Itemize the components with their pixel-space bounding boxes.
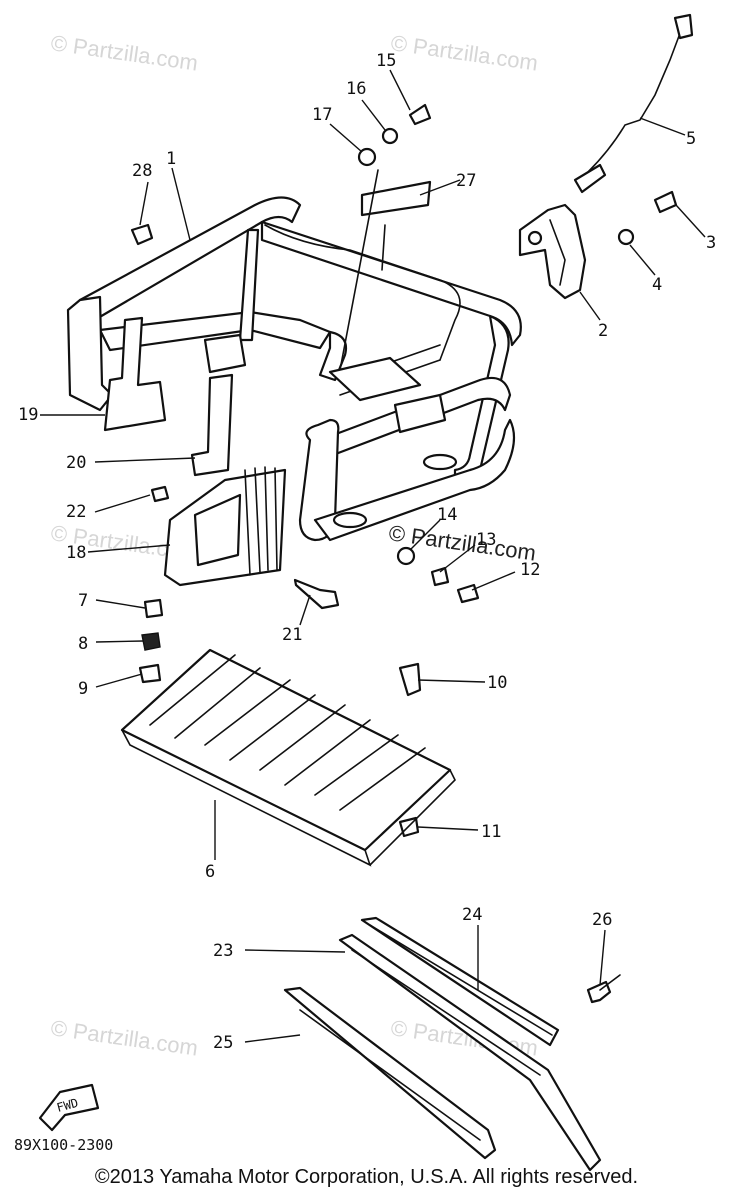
callout-7: 7: [78, 591, 88, 611]
copyright-notice: ©2013 Yamaha Motor Corporation, U.S.A. A…: [94, 1166, 639, 1188]
callout-1: 1: [166, 149, 176, 169]
carrier-frame: [78, 196, 522, 542]
callout-16: 16: [346, 79, 366, 99]
fwd-arrow-icon: FWD: [38, 1083, 100, 1132]
callout-10: 10: [487, 673, 507, 693]
callout-4: 4: [652, 275, 662, 295]
callout-8: 8: [78, 634, 88, 654]
callout-11: 11: [481, 822, 501, 842]
callout-15: 15: [376, 51, 396, 71]
watermark: © Partzilla.com: [49, 1015, 199, 1060]
plates: [283, 916, 602, 1172]
skid-plate: [120, 648, 456, 867]
callout-13: 13: [476, 530, 496, 550]
cover-18: [163, 466, 287, 587]
callout-14: 14: [437, 505, 457, 525]
watermark: © Partzilla.com: [49, 30, 199, 75]
mount-plate: [328, 356, 422, 402]
fwd-label: FWD: [55, 1096, 80, 1115]
callout-18: 18: [66, 543, 86, 563]
callout-12: 12: [520, 560, 540, 580]
callout-6: 6: [205, 862, 215, 882]
bracket-block: [203, 333, 247, 374]
bracket-20: [190, 373, 234, 477]
callout-25: 25: [213, 1033, 233, 1053]
callout-23: 23: [213, 941, 233, 961]
leader-lines: [40, 69, 706, 1043]
watermark: © Partzilla.com: [389, 30, 539, 75]
callout-20: 20: [66, 453, 86, 473]
callout-9: 9: [78, 679, 88, 699]
callout-2: 2: [598, 321, 608, 341]
callout-24: 24: [462, 905, 482, 925]
latch-assembly: [518, 203, 587, 300]
clip-plate: [393, 393, 447, 434]
rod: [339, 169, 386, 371]
callout-17: 17: [312, 105, 332, 125]
callout-21: 21: [282, 625, 302, 645]
drawing-code: 89X100-2300: [14, 1136, 113, 1154]
cable: [573, 13, 694, 194]
callout-5: 5: [686, 129, 696, 149]
callout-19: 19: [18, 405, 38, 425]
bracket-left: [66, 295, 114, 412]
callout-26: 26: [592, 910, 612, 930]
callout-22: 22: [66, 502, 86, 522]
callout-3: 3: [706, 233, 716, 253]
callout-28: 28: [132, 161, 152, 181]
label-plate: [360, 180, 432, 217]
bracket-19: [103, 316, 167, 432]
callout-labels: 1 2 3 4 5 6 7 8 9 10 11 12 13 14 15 16 1…: [18, 51, 716, 1053]
callout-27: 27: [456, 171, 476, 191]
